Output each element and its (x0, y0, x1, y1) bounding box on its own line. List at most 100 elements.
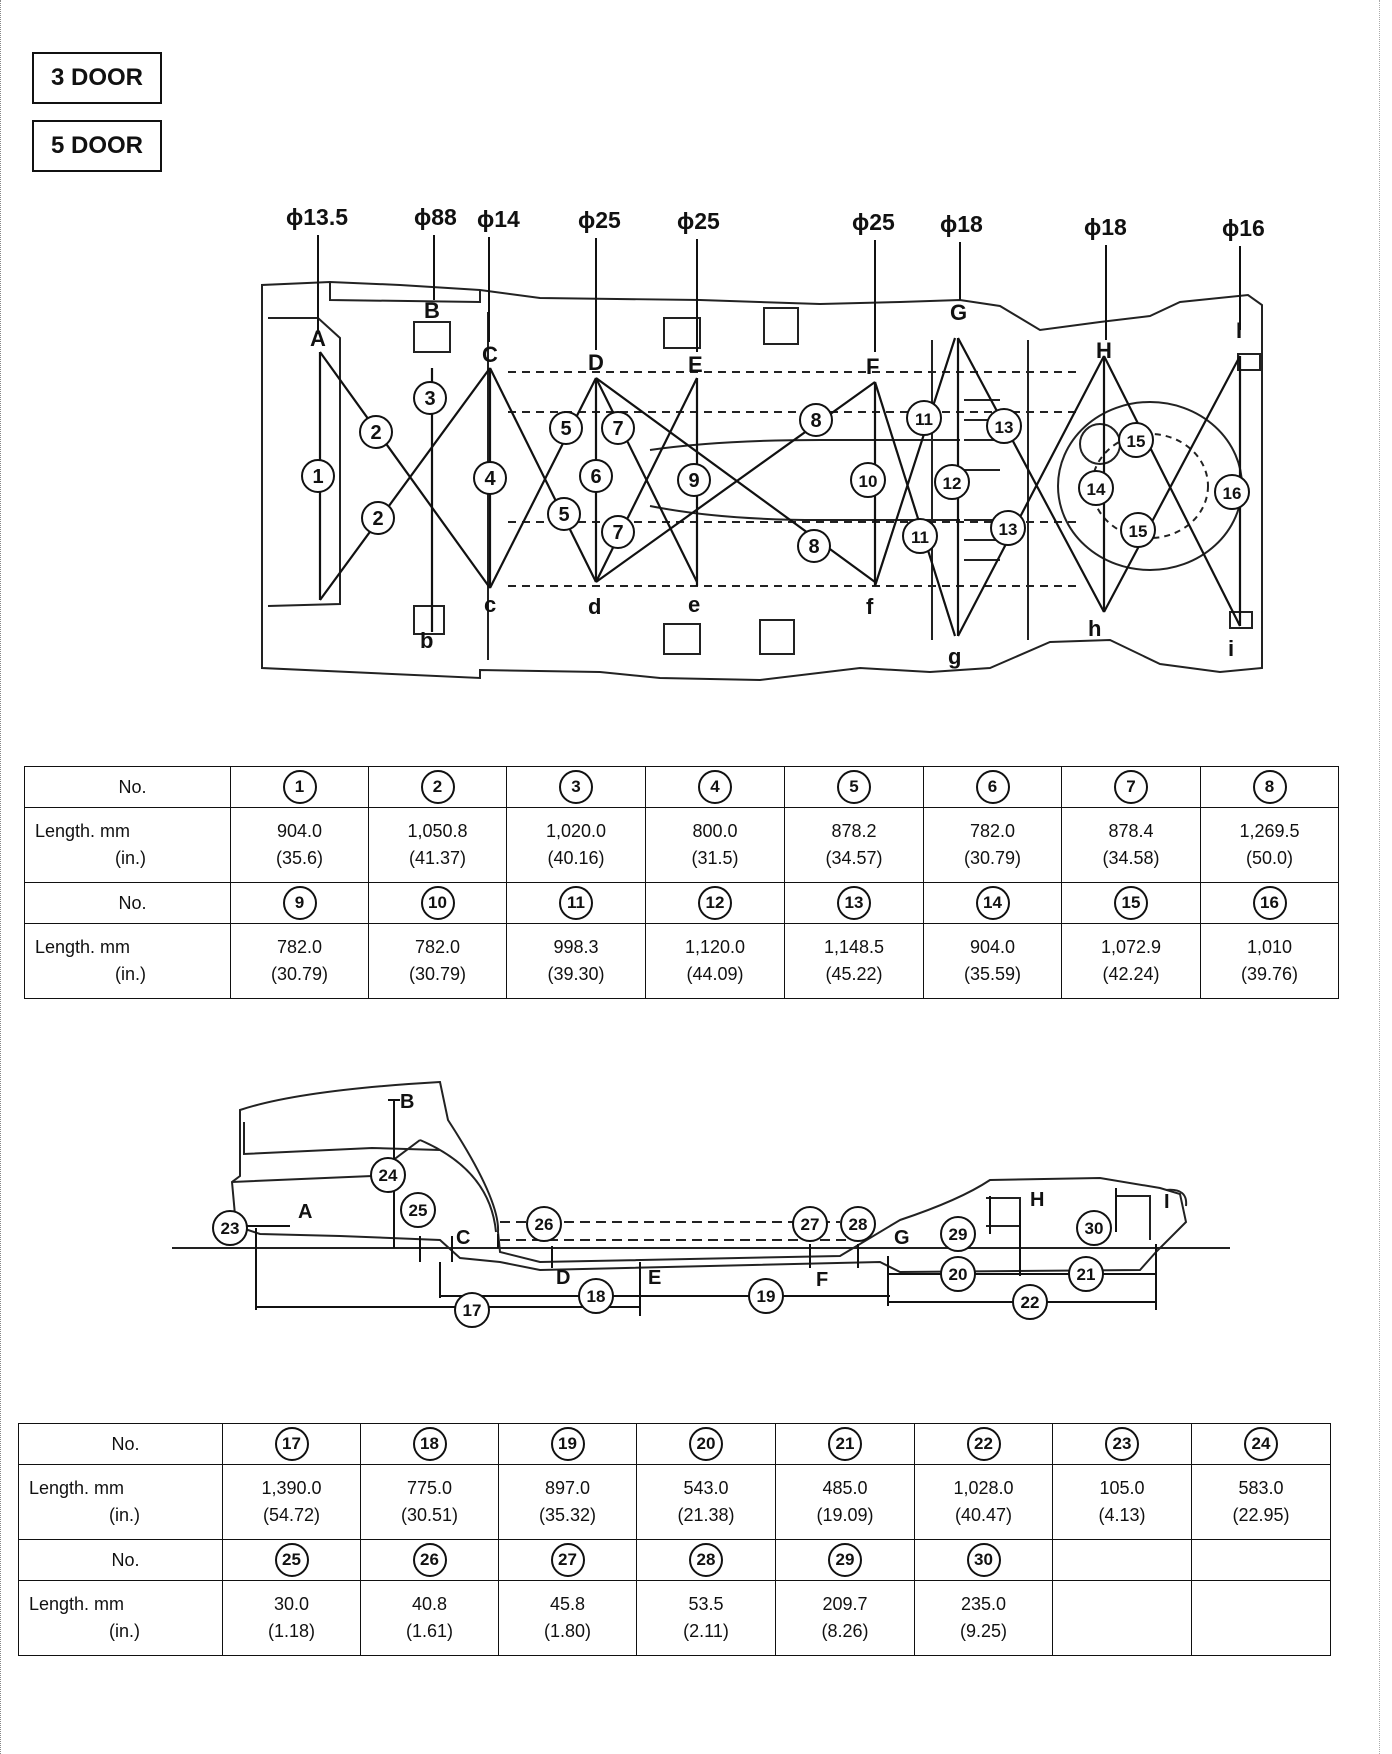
length-cell: 1,269.5(50.0) (1200, 807, 1339, 883)
diameter-g: ϕ18 (940, 211, 983, 237)
callout-13a: 13 (986, 408, 1022, 444)
side-point-A: A (298, 1201, 312, 1223)
callout-7b: 7 (601, 515, 635, 549)
side-point-E: E (648, 1267, 661, 1289)
no-label: No. (24, 766, 231, 808)
no-badge: 24 (1244, 1427, 1278, 1461)
length-cell: 782.0(30.79) (230, 923, 369, 999)
svg-text:17: 17 (463, 1301, 482, 1320)
svg-text:10: 10 (859, 472, 878, 491)
length-cell: 45.8(1.80) (498, 1580, 637, 1656)
callout-5b: 5 (547, 497, 581, 531)
rear-mount-box (986, 1197, 1021, 1227)
callout-4: 4 (473, 461, 507, 495)
front-side-member (267, 317, 341, 607)
table1-no-row-2: No. 9 10 11 12 13 14 15 16 (24, 882, 1339, 924)
svg-text:14: 14 (1087, 480, 1106, 499)
callout-24: 24 (370, 1157, 406, 1193)
callout-15a: 15 (1118, 422, 1154, 458)
svg-text:7: 7 (612, 418, 623, 440)
callout-3: 3 (413, 381, 447, 415)
mount-lower-1 (663, 623, 701, 655)
svg-text:29: 29 (949, 1225, 968, 1244)
side-point-B: B (400, 1091, 414, 1113)
no-badge: 17 (274, 1427, 309, 1461)
length-cell: 782.0(30.79) (923, 807, 1062, 883)
no-label: No. (18, 1423, 223, 1465)
mount-b-lower (413, 605, 445, 635)
no-badge: 7 (1114, 770, 1148, 804)
side-point-G: G (894, 1227, 910, 1249)
no-badge: 16 (1252, 886, 1287, 920)
svg-text:6: 6 (590, 466, 601, 488)
length-cell: 105.0(4.13) (1052, 1464, 1192, 1540)
diameter-b: ϕ88 (414, 204, 457, 230)
callout-6: 6 (579, 459, 613, 493)
front-apron (243, 1122, 441, 1156)
diameter-c: ϕ14 (477, 206, 520, 232)
svg-text:23: 23 (221, 1219, 240, 1238)
svg-text:20: 20 (949, 1265, 968, 1284)
length-label: Length. mm(in.) (18, 1580, 223, 1656)
floor-rails (508, 371, 1080, 587)
callout-30: 30 (1076, 1210, 1112, 1246)
length-cell: 800.0(31.5) (645, 807, 785, 883)
callout-27: 27 (792, 1206, 828, 1242)
point-d: d (588, 594, 601, 619)
diameter-e: ϕ25 (677, 208, 720, 234)
svg-text:4: 4 (484, 468, 496, 490)
side-view-diagram: A B C D E F G H I 17 18 19 20 21 22 23 2… (172, 1080, 1230, 1328)
diameter-d: ϕ25 (578, 207, 621, 233)
svg-text:18: 18 (587, 1287, 606, 1306)
callout-20: 20 (940, 1256, 976, 1292)
length-cell: 904.0(35.59) (923, 923, 1062, 999)
svg-text:27: 27 (801, 1215, 820, 1234)
no-badge: 2 (420, 770, 455, 804)
no-badge: 18 (412, 1427, 447, 1461)
callout-12: 12 (934, 464, 970, 500)
no-badge: 3 (559, 770, 593, 804)
table1-no-row-1: No. 1 2 3 4 5 6 7 8 (24, 766, 1339, 808)
svg-text:8: 8 (810, 410, 821, 432)
measurement-table-2: No. 17 18 19 20 21 22 23 24 Length. mm(i… (18, 1423, 1331, 1656)
length-cell: 1,072.9(42.24) (1061, 923, 1201, 999)
no-badge: 25 (274, 1543, 309, 1577)
point-I: I (1236, 318, 1242, 343)
length-cell: 543.0(21.38) (636, 1464, 776, 1540)
point-B: B (424, 298, 440, 323)
callout-17: 17 (454, 1292, 490, 1328)
callout-7a: 7 (601, 411, 635, 445)
length-cell: 775.0(30.51) (360, 1464, 499, 1540)
svg-text:1: 1 (312, 466, 323, 488)
rear-floor-ribs (964, 399, 1000, 561)
no-badge: 13 (837, 886, 871, 920)
length-label: Length. mm(in.) (18, 1464, 223, 1540)
length-cell: 998.3(39.30) (506, 923, 646, 999)
length-cell: 897.0(35.32) (498, 1464, 637, 1540)
no-label: No. (18, 1539, 223, 1581)
point-f: f (866, 594, 874, 619)
length-cell: 30.0(1.18) (222, 1580, 361, 1656)
diameter-h: ϕ18 (1084, 214, 1127, 240)
diameter-a: ϕ13.5 (286, 204, 348, 230)
side-point-D: D (556, 1267, 570, 1289)
svg-text:28: 28 (849, 1215, 868, 1234)
no-badge: 6 (975, 770, 1010, 804)
mount-lower-2 (759, 619, 795, 655)
svg-text:22: 22 (1021, 1293, 1040, 1312)
callout-11a: 11 (906, 400, 942, 436)
point-G: G (950, 300, 967, 325)
length-label: Length. mm(in.) (24, 807, 231, 883)
svg-text:8: 8 (808, 536, 819, 558)
no-badge: 14 (975, 886, 1010, 920)
body-outline (261, 280, 1263, 682)
length-cell: 1,120.0(44.09) (645, 923, 785, 999)
callout-8a: 8 (799, 403, 833, 437)
no-badge: 4 (698, 770, 732, 804)
dimension-lines (240, 1099, 1157, 1316)
length-cell: 1,390.0(54.72) (222, 1464, 361, 1540)
svg-text:12: 12 (943, 474, 962, 493)
svg-text:9: 9 (688, 470, 699, 492)
table2-no-row-2: No. 25 26 27 28 29 30 (18, 1539, 1331, 1581)
no-badge: 9 (282, 886, 317, 920)
